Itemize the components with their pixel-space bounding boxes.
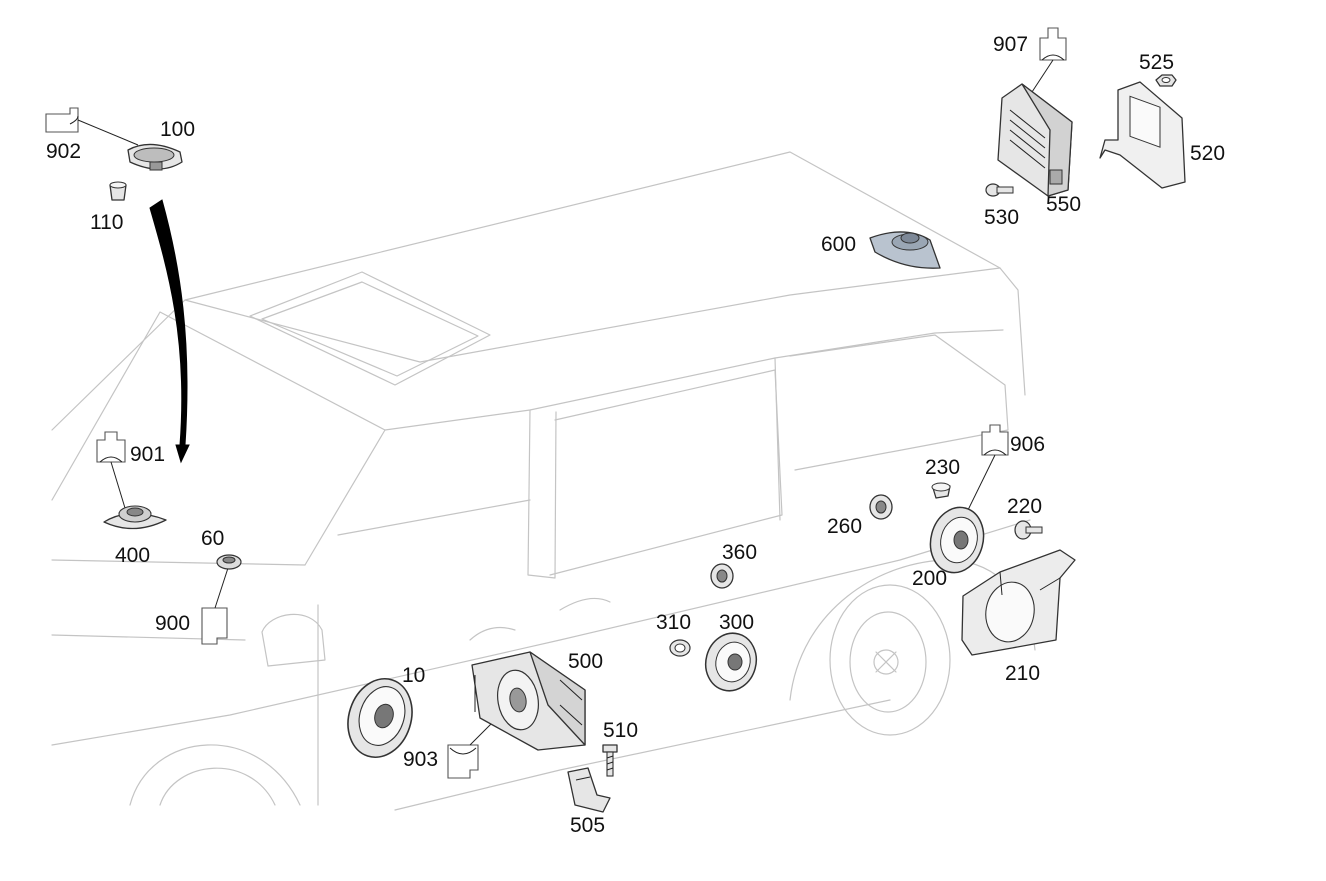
part-520-bracket xyxy=(1099,81,1186,189)
part-300-speaker xyxy=(704,632,758,692)
label-230: 230 xyxy=(925,456,960,479)
part-60-small-speaker xyxy=(216,554,242,570)
part-10-woofer xyxy=(347,677,413,759)
leader-lines xyxy=(77,59,1054,746)
part-510-bolt xyxy=(602,744,618,777)
connector-901 xyxy=(96,431,126,463)
part-210-speaker-bracket xyxy=(961,549,1076,656)
part-310-ring xyxy=(669,639,691,657)
label-300: 300 xyxy=(719,611,754,634)
label-110: 110 xyxy=(90,211,123,234)
location-arrow xyxy=(149,199,190,464)
label-901: 901 xyxy=(130,443,165,466)
part-360-speaker xyxy=(710,563,734,589)
part-260-speaker xyxy=(869,494,893,520)
label-520: 520 xyxy=(1190,142,1225,165)
part-525-nut xyxy=(1155,74,1177,87)
label-530: 530 xyxy=(984,206,1019,229)
callout-labels: 100 902 110 901 400 60 900 10 500 903 51… xyxy=(46,33,1225,837)
part-220-screw xyxy=(1014,520,1043,540)
part-400-tweeter xyxy=(103,505,167,530)
label-310: 310 xyxy=(656,611,691,634)
part-200-speaker xyxy=(929,506,985,574)
label-525: 525 xyxy=(1139,51,1174,74)
label-210: 210 xyxy=(1005,662,1040,685)
part-100-tweeter-housing xyxy=(127,143,183,171)
label-400: 400 xyxy=(115,544,150,567)
label-10: 10 xyxy=(402,664,425,687)
label-360: 360 xyxy=(722,541,757,564)
label-60: 60 xyxy=(201,527,224,550)
connector-906 xyxy=(981,424,1009,456)
label-906: 906 xyxy=(1010,433,1045,456)
label-200: 200 xyxy=(912,567,947,590)
label-100: 100 xyxy=(160,118,195,141)
part-600-roof-speaker xyxy=(869,231,941,269)
label-220: 220 xyxy=(1007,495,1042,518)
label-500: 500 xyxy=(568,650,603,673)
connector-900 xyxy=(201,607,228,645)
label-505: 505 xyxy=(570,814,605,837)
label-903: 903 xyxy=(403,748,438,771)
part-530-screw xyxy=(985,183,1014,197)
connector-902 xyxy=(45,107,79,133)
part-230-clip xyxy=(931,482,951,499)
label-600: 600 xyxy=(821,233,856,256)
part-550-amplifier xyxy=(997,83,1073,197)
label-550: 550 xyxy=(1046,193,1081,216)
part-110-clip xyxy=(109,181,127,201)
label-900: 900 xyxy=(155,612,190,635)
label-907: 907 xyxy=(993,33,1028,56)
connector-907 xyxy=(1039,27,1067,61)
label-510: 510 xyxy=(603,719,638,742)
label-260: 260 xyxy=(827,515,862,538)
part-500-subwoofer-enclosure xyxy=(471,651,586,751)
connector-903 xyxy=(447,744,479,779)
part-505-bracket xyxy=(567,767,611,813)
label-902: 902 xyxy=(46,140,81,163)
